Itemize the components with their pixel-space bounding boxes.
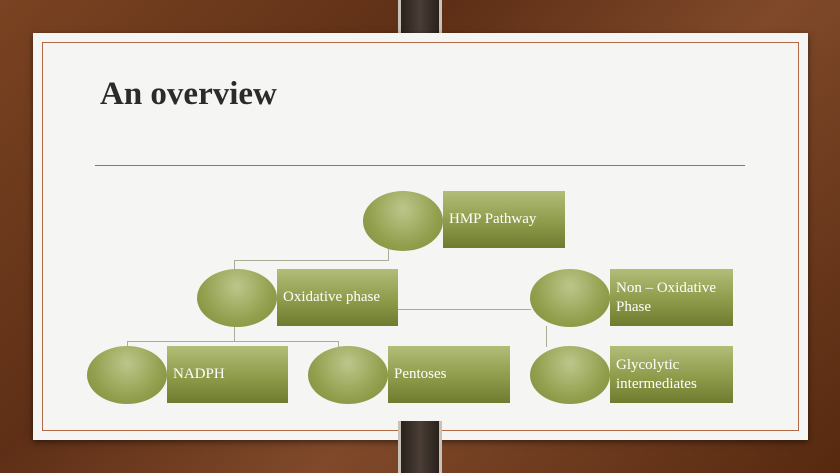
connector [546, 326, 547, 347]
connector [127, 341, 128, 347]
connector [234, 326, 235, 341]
node-oxidative-phase: Oxidative phase [277, 269, 398, 326]
node-non-oxidative-ellipse [530, 269, 610, 327]
binder-clip-bottom [398, 421, 442, 473]
node-pentoses-ellipse [308, 346, 388, 404]
node-pentoses: Pentoses [388, 346, 510, 403]
connector [338, 341, 339, 347]
connector [234, 260, 235, 270]
connector [127, 341, 338, 342]
node-hmp-ellipse [363, 191, 443, 251]
node-nadph-ellipse [87, 346, 167, 404]
node-hmp-pathway: HMP Pathway [443, 191, 565, 248]
title-divider [95, 165, 745, 166]
node-non-oxidative-phase: Non – Oxidative Phase [610, 269, 733, 326]
connector [388, 248, 389, 260]
node-nadph: NADPH [167, 346, 288, 403]
node-glycolytic-intermediates: Glycolytic intermediates [610, 346, 733, 403]
connector [234, 260, 389, 261]
node-oxidative-ellipse [197, 269, 277, 327]
slide-title: An overview [100, 76, 277, 112]
node-glycolytic-ellipse [530, 346, 610, 404]
connector [398, 309, 531, 310]
